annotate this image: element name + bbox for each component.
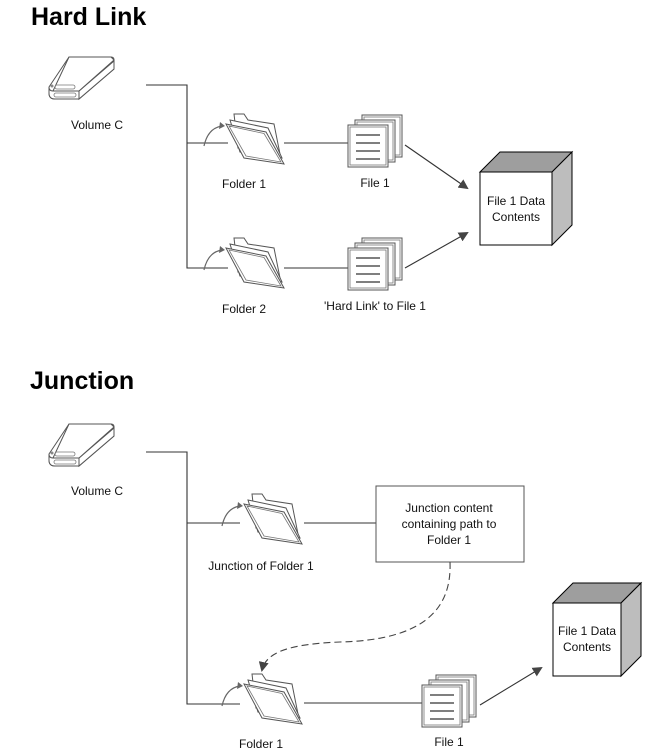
hard-link-tree-connector [146,84,228,269]
file1-icon [347,114,403,168]
junction-box-line2: containing path to [402,517,497,531]
junction-file1-icon [421,674,477,728]
junction-file1-label: File 1 [434,735,464,749]
junction-volume-label: Volume C [71,484,123,498]
junction-redirect-dashed-arrow [258,561,451,672]
folder2-icon [203,237,285,289]
junction-data-line2: Contents [563,640,611,654]
hard-link-volume-label: Volume C [71,118,123,132]
folder1-label: Folder 1 [222,177,266,191]
junction-volume-drive-icon [48,423,115,467]
junction-data-cube: File 1 Data Contents [551,581,643,678]
junction-box-line1: Junction content [405,501,493,515]
hard-link-data-cube: File 1 Data Contents [478,150,574,247]
hardlink-label: 'Hard Link' to File 1 [324,299,426,313]
junction-data-line1: File 1 Data [558,624,616,638]
junction-folder-label: Junction of Folder 1 [208,559,314,573]
hardlink-data-arrow [404,232,469,269]
junction-box-line3: Folder 1 [427,533,471,547]
hard-link-data-line1: File 1 Data [487,194,545,208]
folder2-label: Folder 2 [222,302,266,316]
junction-folder1-icon [221,673,303,725]
junction-folder1-label: Folder 1 [239,737,283,751]
volume-drive-icon [48,56,115,100]
file1-label: File 1 [360,176,390,190]
junction-content-box: Junction content containing path to Fold… [375,485,525,563]
junction-tree-connector [146,451,240,705]
hard-link-title: Hard Link [31,3,146,31]
folder1-icon [203,113,285,165]
junction-file1-data-arrow [479,666,543,706]
hardlink-file-icon [347,237,403,291]
junction-title: Junction [30,367,134,395]
file1-data-arrow [404,144,469,190]
junction-folder-icon [221,493,303,545]
hard-link-data-line2: Contents [492,210,540,224]
